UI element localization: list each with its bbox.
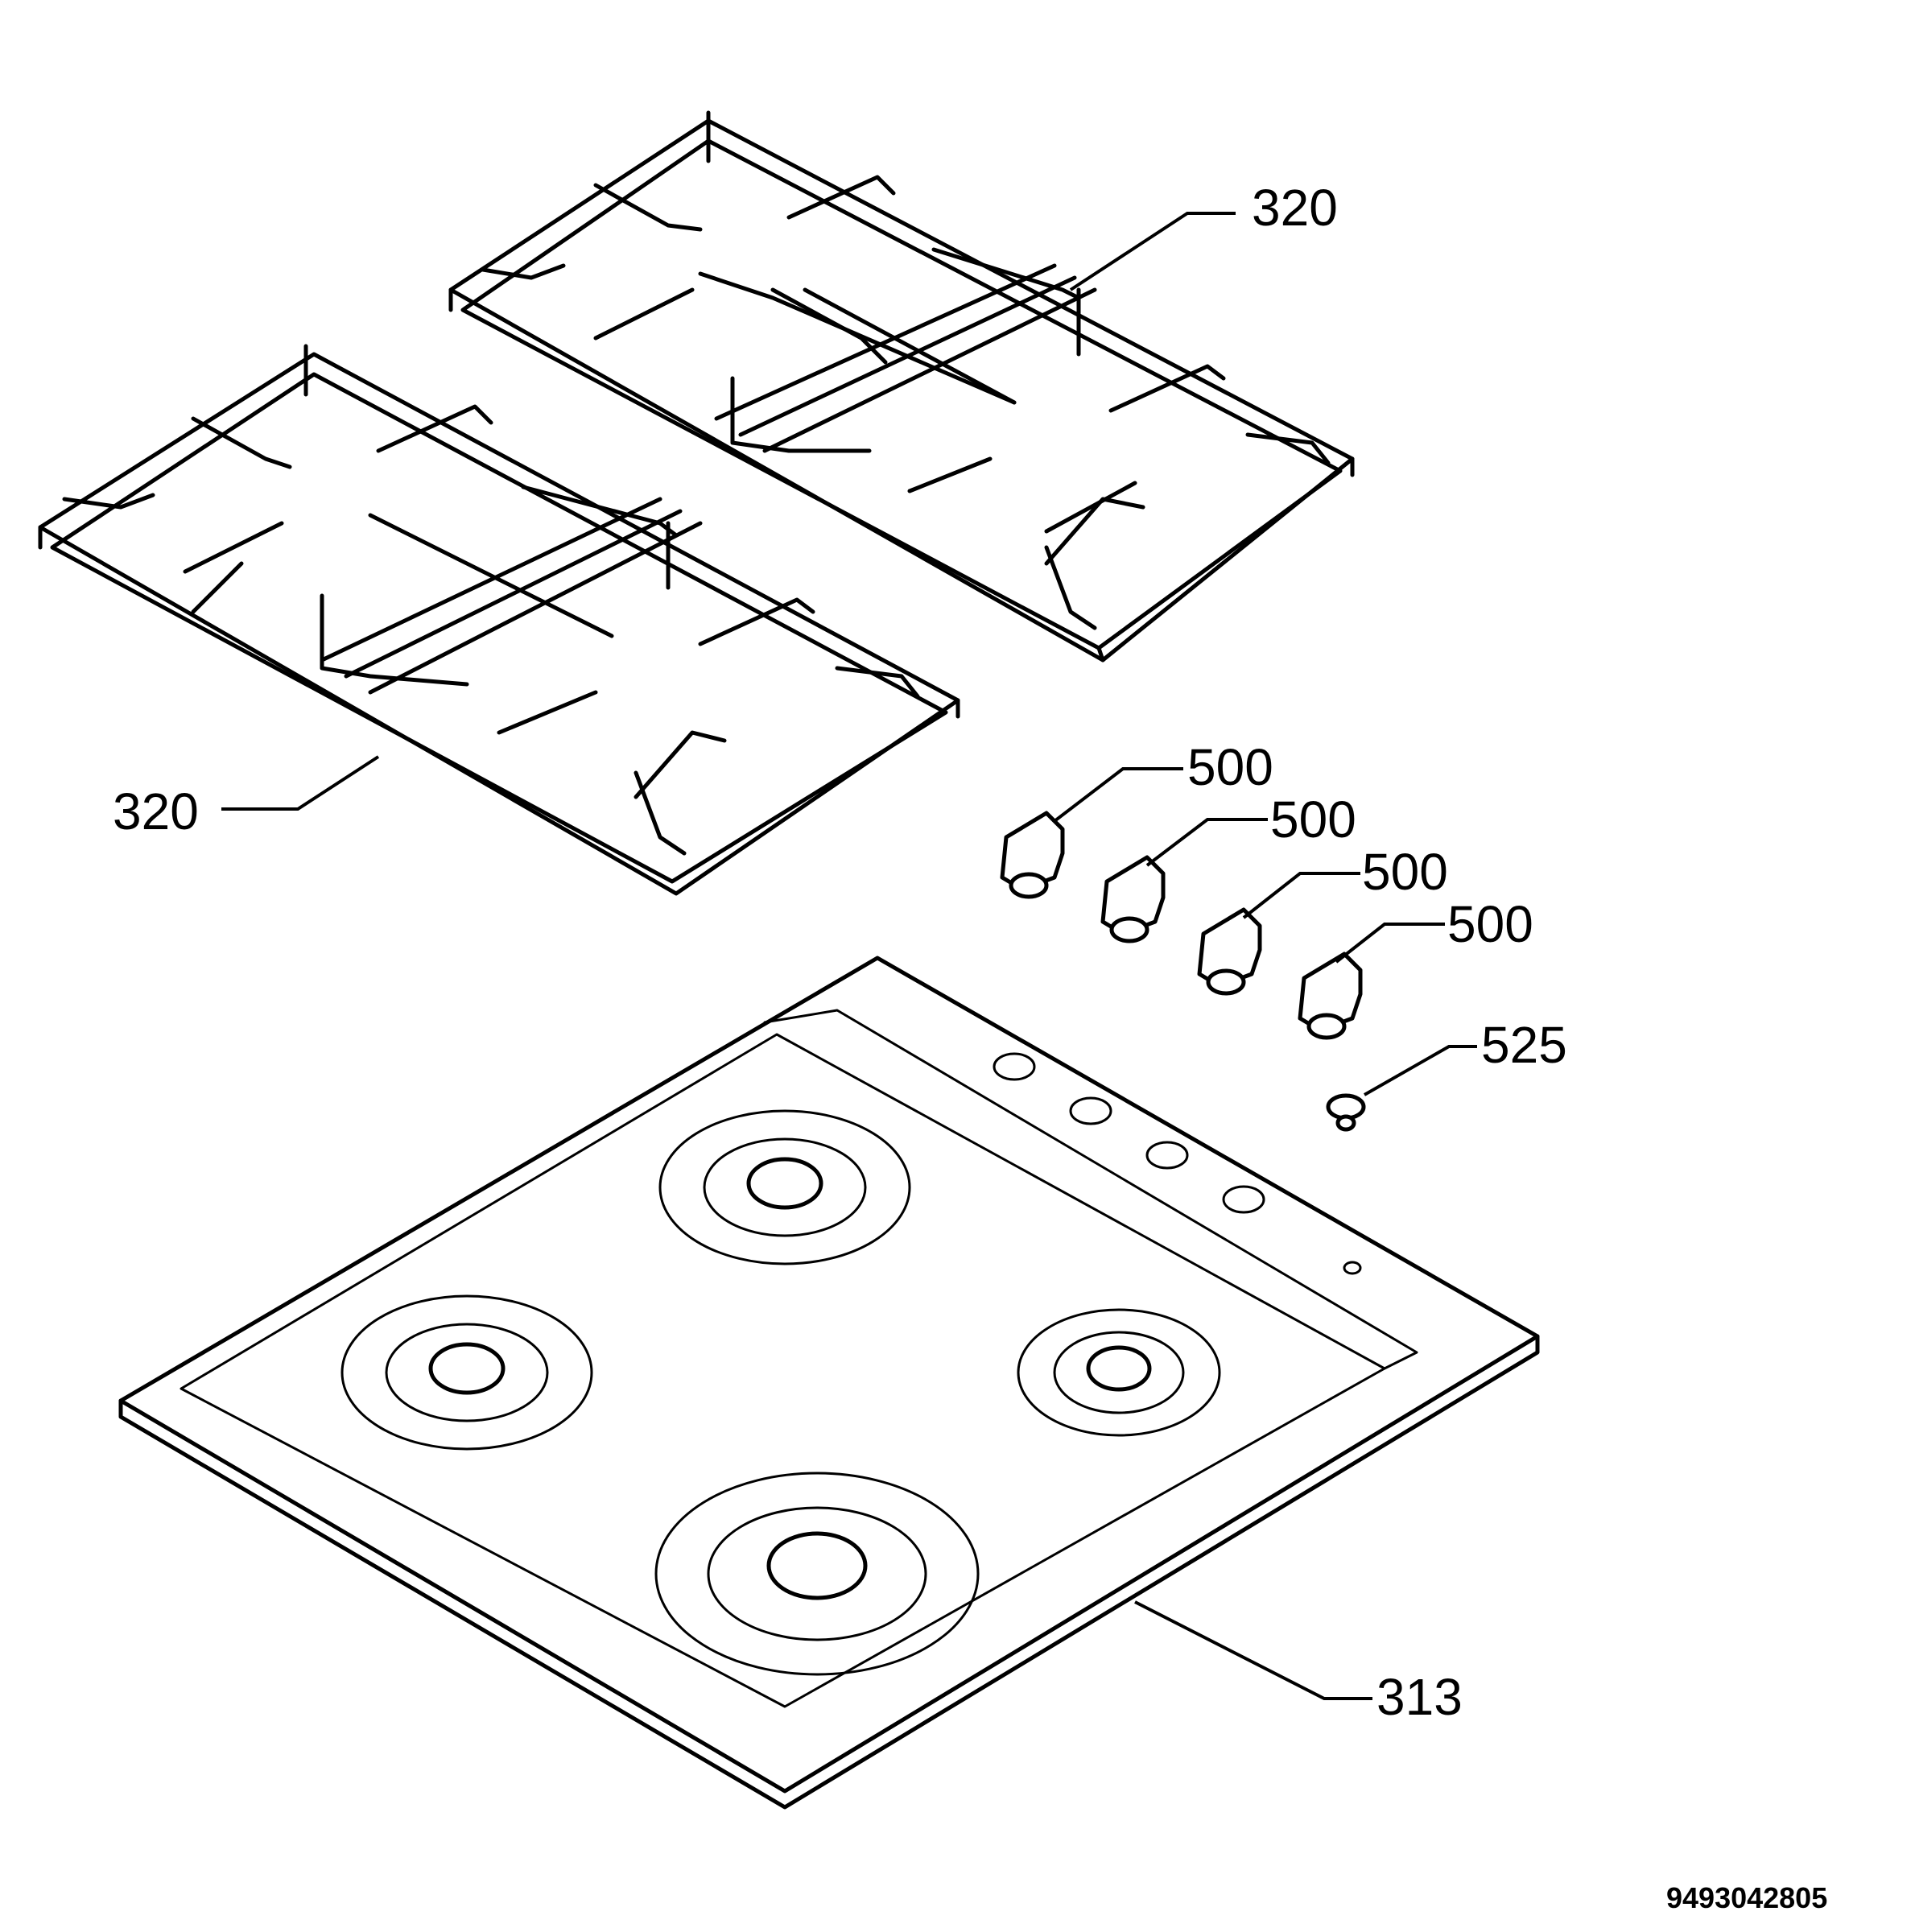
knob-hole-3 bbox=[1145, 1141, 1189, 1170]
callout-grid-right: 320 bbox=[1252, 179, 1338, 237]
callout-knob-2: 500 bbox=[1270, 791, 1356, 848]
control-knob-3 bbox=[1197, 907, 1262, 996]
control-knob-1 bbox=[1000, 811, 1065, 899]
hob-top-plate bbox=[118, 956, 1540, 1810]
pan-support-grid-right bbox=[448, 110, 1355, 663]
callout-hob-top: 313 bbox=[1376, 1668, 1463, 1726]
callout-knob-3: 500 bbox=[1362, 843, 1448, 901]
control-knob-4 bbox=[1298, 952, 1363, 1040]
callout-knob-1: 500 bbox=[1187, 738, 1273, 796]
burner-front-left bbox=[340, 1294, 593, 1451]
burner-rear-left bbox=[658, 1109, 911, 1265]
document-number: 9493042805 bbox=[1666, 1881, 1827, 1914]
knob-hole-2 bbox=[1069, 1096, 1112, 1125]
burner-front-right bbox=[654, 1472, 980, 1676]
ignition-button bbox=[1326, 1093, 1366, 1132]
knob-hole-4 bbox=[1222, 1185, 1265, 1214]
burner-rear-right bbox=[1017, 1308, 1221, 1437]
pan-support-grid-left bbox=[38, 344, 960, 896]
leader-lines bbox=[221, 212, 1477, 1700]
callout-button: 525 bbox=[1481, 1016, 1567, 1074]
knob-hole-1 bbox=[993, 1052, 1036, 1081]
button-hole bbox=[1343, 1261, 1362, 1275]
control-knob-2 bbox=[1100, 855, 1166, 943]
callout-knob-4: 500 bbox=[1447, 895, 1533, 953]
callout-grid-left: 320 bbox=[113, 782, 199, 840]
